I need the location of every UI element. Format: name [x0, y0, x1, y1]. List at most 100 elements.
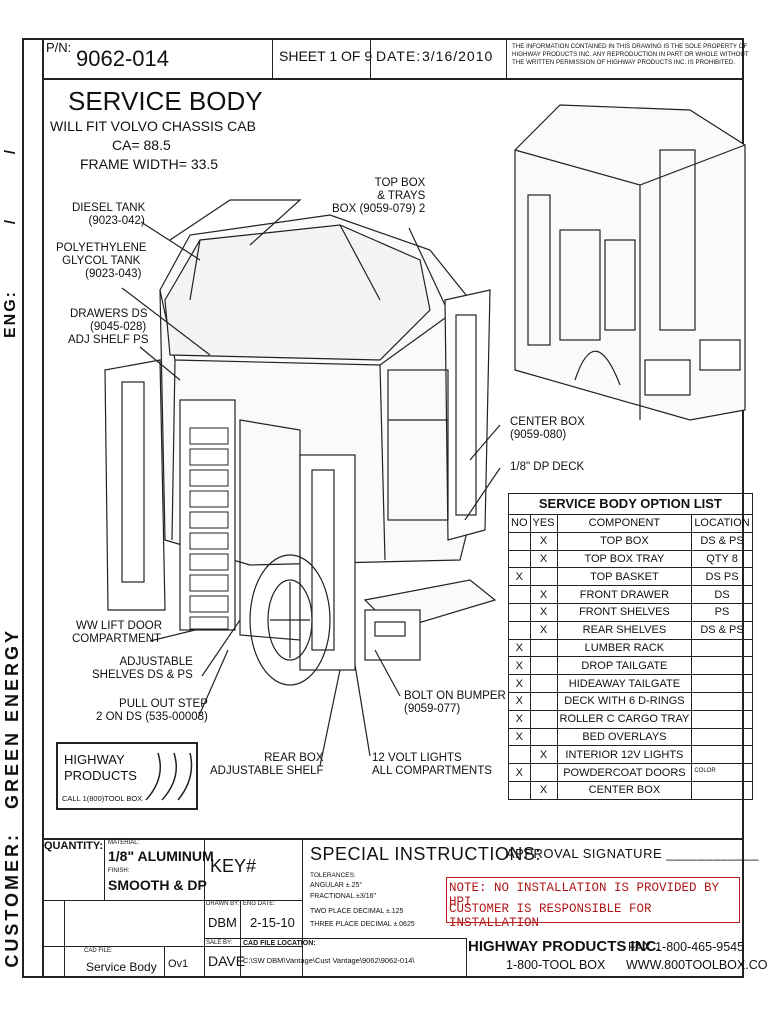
option-cell-location: PS — [691, 602, 753, 622]
material-label: MATERIAL: — [108, 840, 140, 846]
option-cell-component: LUMBER RACK — [556, 638, 693, 658]
option-cell-yes — [529, 567, 558, 587]
callout-ww-lift: WW LIFT DOOR COMPARTMENT — [72, 620, 162, 646]
company-logo: HIGHWAY PRODUCTS CALL 1(800)TOOL BOX — [56, 742, 198, 810]
option-cell-component: FRONT DRAWER — [556, 585, 693, 604]
col-component: COMPONENT — [556, 514, 693, 533]
col-location: LOCATION — [691, 514, 753, 533]
option-cell-no: X — [508, 727, 531, 747]
callout-bumper-line1: BOLT ON BUMPER — [404, 690, 506, 702]
option-cell-no: X — [508, 763, 531, 782]
option-cell-component: POWDERCOAT DOORS — [556, 763, 693, 782]
callout-top-box-line1: TOP BOX — [374, 177, 426, 189]
option-cell-location — [691, 691, 753, 711]
option-cell-no — [508, 549, 531, 569]
option-cell-yes — [529, 674, 558, 693]
header-divider — [42, 78, 744, 80]
callout-lights-line1: 12 VOLT LIGHTS — [372, 752, 462, 764]
callout-adj-shelves-line2: SHELVES DS & PS — [92, 669, 193, 681]
callout-bumper: BOLT ON BUMPER (9059-077) — [404, 690, 506, 716]
footer-v5 — [240, 900, 241, 978]
option-cell-location — [691, 745, 753, 765]
header-sep-2 — [272, 38, 273, 79]
quantity-label: QUANTITY: — [44, 840, 104, 852]
option-cell-component: REAR SHELVES — [556, 620, 693, 640]
option-cell-yes: X — [529, 531, 558, 551]
callout-diesel-tank-line2: (9023-042) — [88, 215, 145, 227]
drawn-by-value: DBM — [208, 915, 237, 930]
option-cell-yes: X — [529, 549, 558, 569]
footer-low-line — [42, 946, 302, 947]
tolerance-three-place: THREE PLACE DECIMAL ±.0625 — [310, 921, 415, 928]
col-no: NO — [508, 514, 531, 533]
option-cell-no — [508, 620, 531, 640]
note-line-2: CUSTOMER IS RESPONSIBLE FOR INSTALLATION — [449, 902, 652, 930]
option-cell-location — [691, 656, 753, 676]
option-cell-location — [691, 780, 753, 800]
tolerance-fractional: FRACTIONAL ±3/16" — [310, 893, 376, 900]
footer-v6 — [302, 838, 303, 978]
option-cell-no — [508, 585, 531, 604]
notice-line-1: THE INFORMATION CONTAINED IN THIS DRAWIN… — [512, 43, 748, 50]
option-cell-no: X — [508, 656, 531, 676]
option-cell-yes: X — [529, 780, 558, 800]
option-cell-component: BED OVERLAYS — [556, 727, 693, 747]
option-cell-location: DS — [691, 585, 753, 604]
finish-value: SMOOTH & DP — [108, 877, 207, 893]
option-cell-component: FRONT SHELVES — [556, 602, 693, 622]
notice-line-3: THE WRITTEN PERMISSION OF HIGHWAY PRODUC… — [512, 59, 735, 66]
note-line-1: NOTE: NO INSTALLATION IS PROVIDED BY HPI — [449, 881, 720, 909]
drawn-by-label: DRAWN BY: — [206, 901, 240, 907]
callout-top-box: TOP BOX & TRAYS BOX (9059-079) 2 — [332, 177, 425, 216]
material-value: 1/8" ALUMINUM — [108, 848, 214, 864]
revision-value: Ov1 — [168, 958, 189, 970]
option-cell-component: DROP TAILGATE — [556, 656, 693, 676]
option-cell-no — [508, 745, 531, 765]
option-cell-yes — [529, 691, 558, 711]
option-cell-location: DS & PS — [691, 531, 753, 551]
option-cell-no: X — [508, 691, 531, 711]
option-cell-location: COLOR — [691, 763, 753, 782]
callout-lights: 12 VOLT LIGHTS ALL COMPARTMENTS — [372, 752, 492, 778]
callout-pull-step: PULL OUT STEP 2 ON DS (535-00003) — [96, 698, 208, 724]
option-cell-yes: X — [529, 745, 558, 765]
option-cell-no — [508, 780, 531, 800]
callout-diesel-tank: DIESEL TANK (9023-042) — [72, 202, 145, 228]
logo-line-2: PRODUCTS — [64, 768, 137, 783]
callout-drawers-line1: DRAWERS DS — [70, 308, 148, 320]
tolerance-angular: ANGULAR ±.25° — [310, 882, 363, 889]
option-cell-no: X — [508, 674, 531, 693]
callout-poly-tank-line2: GLYCOL TANK — [62, 255, 141, 267]
option-cell-yes — [529, 638, 558, 658]
callout-center-box: CENTER BOX (9059-080) — [510, 416, 585, 442]
option-cell-component: INTERIOR 12V LIGHTS — [556, 745, 693, 765]
option-cell-location: DS PS — [691, 567, 753, 587]
pn-value: 9062-014 — [76, 46, 169, 71]
option-cell-yes — [529, 656, 558, 676]
table-row: X BED OVERLAYS — [508, 727, 753, 747]
col-yes: YES — [529, 514, 558, 533]
footer-v3 — [164, 946, 165, 978]
option-cell-component: CENTER BOX — [556, 780, 693, 800]
option-cell-yes: X — [529, 602, 558, 622]
option-cell-no: X — [508, 709, 531, 729]
title-line-3: FRAME WIDTH= 33.5 — [80, 156, 219, 172]
logo-line-3: CALL 1(800)TOOL BOX — [62, 794, 143, 803]
option-cell-yes — [529, 709, 558, 729]
installation-note: NOTE: NO INSTALLATION IS PROVIDED BY HPI… — [446, 877, 740, 930]
option-cell-location — [691, 709, 753, 729]
logo-line-1: HIGHWAY — [64, 752, 125, 767]
footer-v7 — [204, 900, 302, 901]
eng-date-value: 2-15-10 — [250, 915, 295, 930]
option-cell-yes — [529, 763, 558, 782]
eng-date-label: ENG DATE: — [243, 901, 275, 907]
